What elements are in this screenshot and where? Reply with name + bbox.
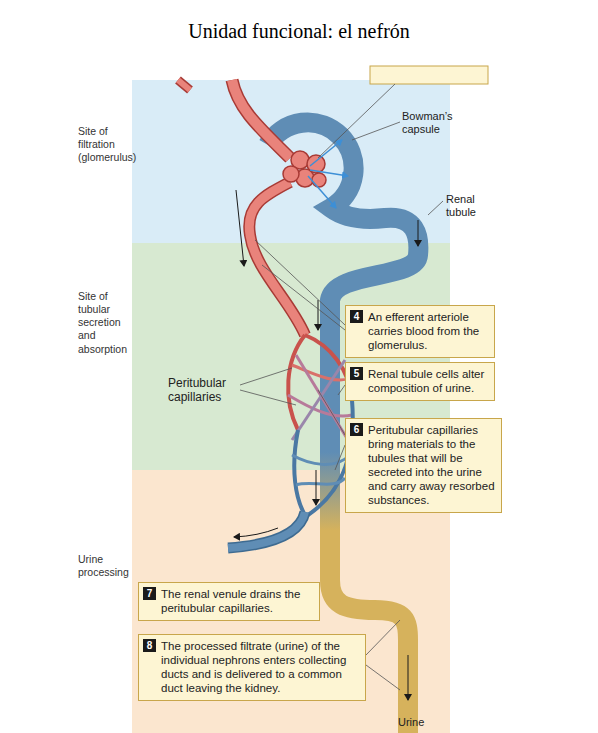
callout-number: 7 [143,587,156,600]
callout-text: An efferent arteriole carries blood from… [368,310,489,352]
region-label: Urine processing [78,553,134,579]
region-label: Site of tubular secretion and absorption [78,290,134,356]
callout-number: 4 [350,310,363,323]
callout-box: 4 An efferent arteriole carries blood fro… [345,305,495,358]
part-label: Bowman’s capsule [402,110,464,136]
callout-box: 6 Peritubular capillaries bring materials… [345,418,502,513]
callout-number: 5 [350,367,363,380]
callout-text: Peritubular capillaries bring materials … [368,423,496,507]
callout-box: 7 The renal venule drains the peritubular… [138,582,320,621]
part-label: Peritubular capillaries [168,376,242,405]
callout-number: 8 [143,639,156,652]
callout-text: The renal venule drains the peritubular … [161,587,314,615]
callout-box: 5 Renal tubule cells alter composition of… [345,362,495,401]
part-label: Renal tubule [446,193,488,219]
region-band: Site of filtration (glomerulus) [74,80,450,243]
callout-text: Renal tubule cells alter composition of … [368,367,489,395]
region-label: Site of filtration (glomerulus) [78,125,134,164]
callout-text: The processed filtrate (urine) of the in… [161,639,360,695]
callout-number: 6 [350,423,363,436]
diagram-title: Unidad funcional: el nefrón [0,20,598,43]
part-label: Urine [398,716,448,729]
callout-box: 8 The processed filtrate (urine) of the i… [138,634,366,701]
